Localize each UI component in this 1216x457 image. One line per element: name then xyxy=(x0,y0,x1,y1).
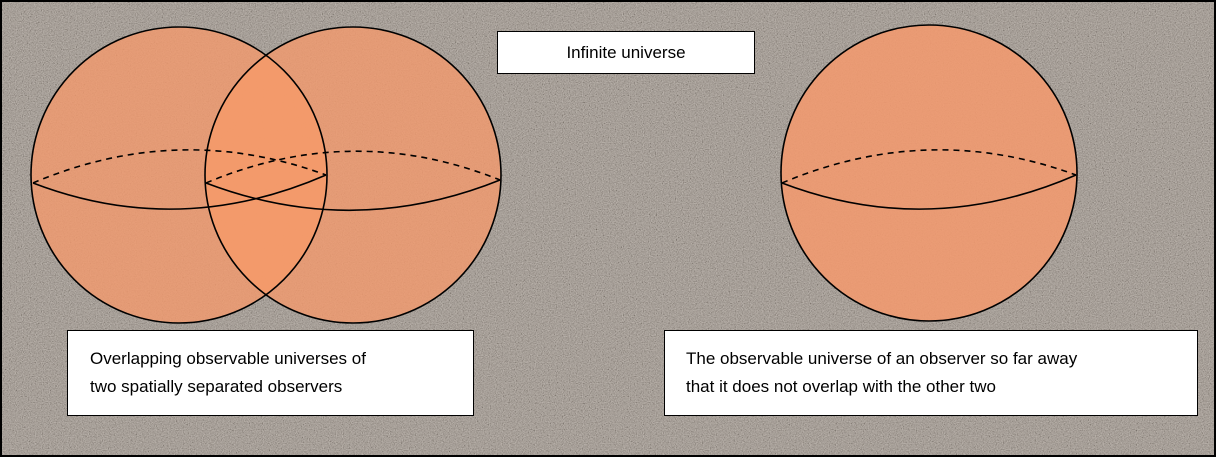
title-text: Infinite universe xyxy=(566,42,686,62)
sphere-c-equator-front xyxy=(781,174,1077,210)
sphere-a-equator-front xyxy=(32,174,327,210)
overlap-region xyxy=(205,27,327,323)
caption-overlapping: Overlapping observable universes of two … xyxy=(67,330,474,416)
observable-universe-c xyxy=(781,25,1077,321)
sphere-b-outline xyxy=(204,26,502,324)
caption-distant-observer: The observable universe of an observer s… xyxy=(664,330,1198,416)
caption-distant-line-2: that it does not overlap with the other … xyxy=(686,377,996,396)
sphere-c-outline xyxy=(780,24,1078,322)
sphere-b-equator-front xyxy=(205,179,501,212)
sphere-a-outline xyxy=(30,26,328,324)
caption-overlapping-line-2: two spatially separated observers xyxy=(90,377,343,396)
caption-distant-line-1: The observable universe of an observer s… xyxy=(686,349,1078,368)
caption-overlapping-line-1: Overlapping observable universes of xyxy=(90,349,366,368)
title-label: Infinite universe xyxy=(497,31,755,74)
